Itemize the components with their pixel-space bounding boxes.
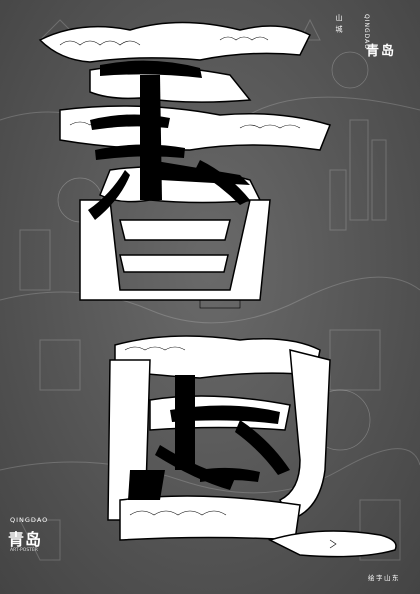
lower-bottom-band: [119, 495, 301, 541]
upper-character-art: [38, 21, 332, 301]
upper-calligraphy: [88, 60, 250, 220]
logo-block: QINGDAO 青岛 ART·POSTER: [8, 516, 58, 566]
header-block: 山 城 QINGDAO 青岛: [334, 10, 404, 70]
lower-calligraphy: [128, 375, 290, 500]
fish-shape: [267, 530, 397, 558]
top-cloud-band: [38, 21, 312, 63]
logo-sub: ART·POSTER: [10, 548, 38, 553]
line-details: [59, 36, 337, 549]
lower-inner: [119, 219, 231, 241]
header-english: QINGDAO: [363, 14, 370, 50]
page-title: 青岛: [365, 44, 396, 59]
lower-right-hook: [278, 349, 331, 521]
logo-english: QINGDAO: [10, 516, 49, 524]
lower-frame: [79, 199, 271, 301]
vertical-note: 山 城: [335, 14, 343, 34]
signature: 绘字山东: [368, 574, 400, 582]
logo-chinese: 青岛: [8, 530, 43, 549]
lower-character-art: [107, 335, 397, 558]
lower-inner-2: [119, 254, 229, 273]
